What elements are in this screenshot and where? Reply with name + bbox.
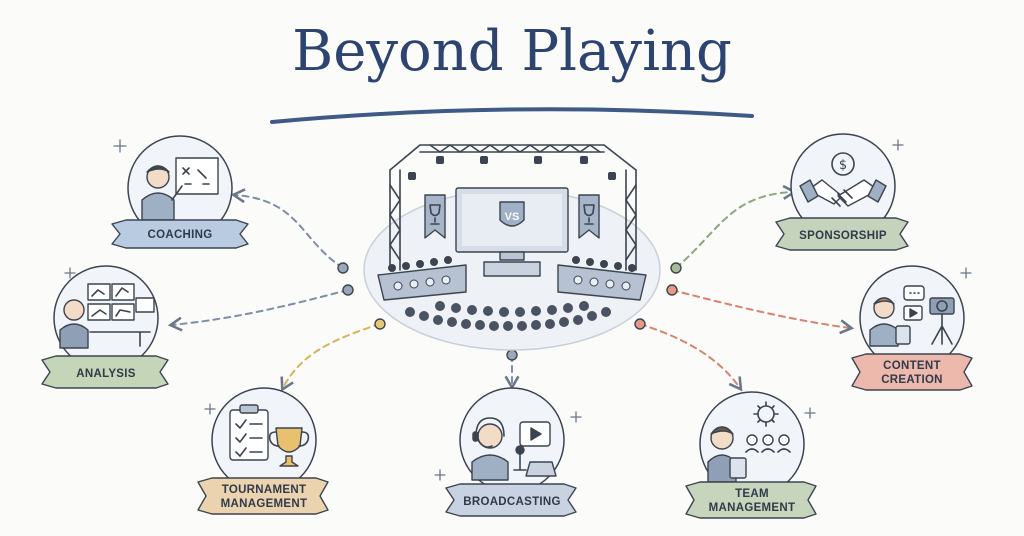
creator-camera-icon (869, 285, 955, 347)
connector-coaching (230, 188, 344, 269)
role-coaching: COACHING (111, 135, 249, 249)
analyst-monitors-icon (59, 283, 155, 349)
role-content-creation: CONTENT CREATION (851, 265, 973, 391)
sparkle-icons (64, 139, 972, 481)
role-sponsorship: $ SPONSORSHIP (775, 133, 909, 251)
arena-crowd (405, 301, 611, 331)
connector-team (639, 323, 743, 392)
role-label-coaching: COACHING (147, 229, 212, 241)
esports-arena: VS (363, 144, 661, 351)
role-label-content-line2: CREATION (881, 374, 943, 386)
connector-lines (167, 184, 855, 392)
connector-analysis (167, 289, 349, 332)
role-label-analysis: ANALYSIS (76, 368, 136, 380)
player-desk-right (557, 256, 647, 301)
stage-lights (408, 156, 616, 180)
clipboard-trophy-icon (229, 404, 310, 467)
trophy-banner-left (424, 194, 446, 239)
svg-text:$: $ (839, 158, 847, 173)
role-team-management: TEAM MANAGEMENT (685, 391, 817, 519)
trophy-banner-right (578, 194, 600, 239)
role-label-team-line1: TEAM (735, 488, 769, 500)
role-label-content-line1: CONTENT (883, 360, 941, 372)
role-label-broadcasting: BROADCASTING (463, 496, 561, 508)
manager-tablet-icon (707, 401, 791, 483)
role-label-sponsorship: SPONSORSHIP (799, 230, 887, 242)
role-label-tournament-line1: TOURNAMENT (222, 484, 307, 496)
connector-sponsorship (675, 184, 798, 269)
handshake-dollar-icon: $ (799, 152, 887, 207)
connector-tournament (280, 323, 381, 392)
title-underline (270, 107, 754, 124)
coach-whiteboard-icon (141, 157, 219, 221)
diagram-title: Beyond Playing (292, 19, 732, 84)
connector-nodes (337, 262, 682, 361)
screen-vs-text: VS (505, 211, 520, 223)
role-broadcasting: BROADCASTING (445, 387, 577, 517)
connector-content (671, 289, 855, 335)
role-label-team-line2: MANAGEMENT (709, 502, 796, 514)
versus-shield-icon (499, 201, 525, 227)
player-desk-left (377, 256, 467, 301)
role-tournament-management: TOURNAMENT MANAGEMENT (197, 387, 329, 515)
caster-headset-icon (471, 417, 557, 481)
role-analysis: ANALYSIS (41, 265, 169, 389)
role-label-tournament-line2: MANAGEMENT (221, 498, 308, 510)
stage-truss (389, 144, 637, 271)
